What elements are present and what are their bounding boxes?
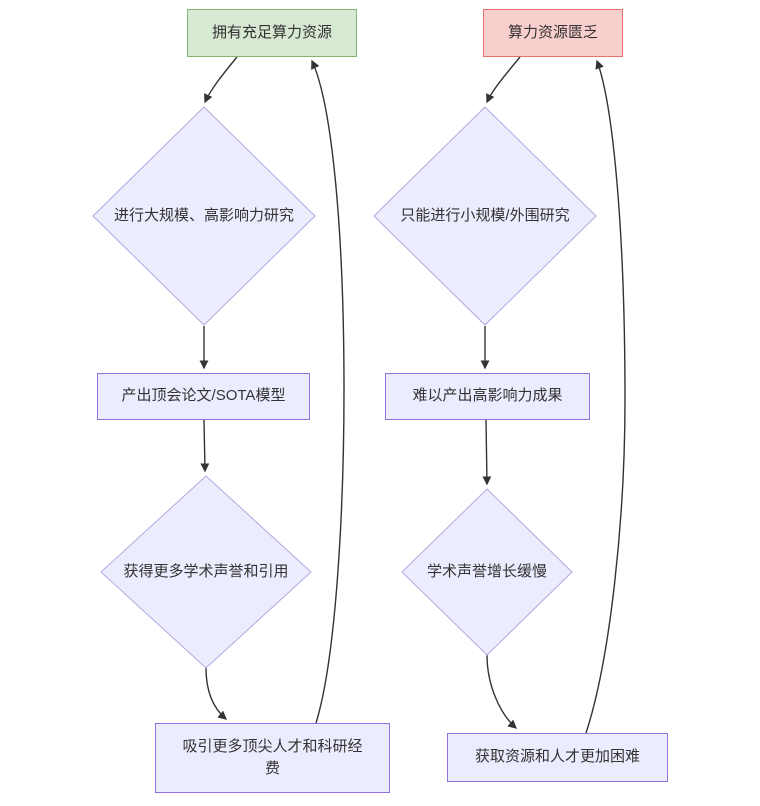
edge-right-step3-to-step4 [486,654,518,729]
node-left-step1-diamond-shape [92,106,316,326]
node-left-start-label: 拥有充足算力资源 [211,23,332,41]
edge-right-step2-to-step3 [482,419,492,486]
edge-left-start-to-step1 [204,56,238,104]
node-left-start: 拥有充足算力资源 [187,9,357,57]
node-right-step2-label: 难以产出高影响力成果 [412,387,563,405]
node-left-step2-label: 产出顶会论文/SOTA模型 [121,387,286,405]
node-left-step4-label: 吸引更多顶尖人才和科研经费 [182,737,363,778]
node-left-step2: 产出顶会论文/SOTA模型 [97,373,310,420]
edge-left-step4-back-to-start [311,59,345,724]
node-left-step1-label: 进行大规模、高影响力研究 [113,206,294,224]
edge-left-step2-to-step3 [200,419,210,473]
node-right-step4-label: 获取资源和人才更加困难 [474,748,640,766]
edge-right-start-to-step1 [486,56,521,104]
node-right-step1-label: 只能进行小规模/外围研究 [400,206,570,224]
node-right-step4: 获取资源和人才更加困难 [447,733,668,782]
node-left-step3-diamond-shape [100,475,312,669]
edge-right-step4-back-to-start [585,59,626,734]
node-right-step1-diamond-shape [373,106,597,326]
node-right-start-label: 算力资源匮乏 [507,23,598,41]
node-left-step3-label: 获得更多学术声誉和引用 [123,562,289,580]
node-right-step2: 难以产出高影响力成果 [385,373,590,420]
node-right-step3-label: 学术声誉增长缓慢 [426,562,547,580]
node-right-start: 算力资源匮乏 [483,9,623,57]
edge-left-step3-to-step4 [205,667,228,720]
node-right-step3-diamond-shape [401,488,573,656]
node-left-step4: 吸引更多顶尖人才和科研经费 [155,723,390,793]
